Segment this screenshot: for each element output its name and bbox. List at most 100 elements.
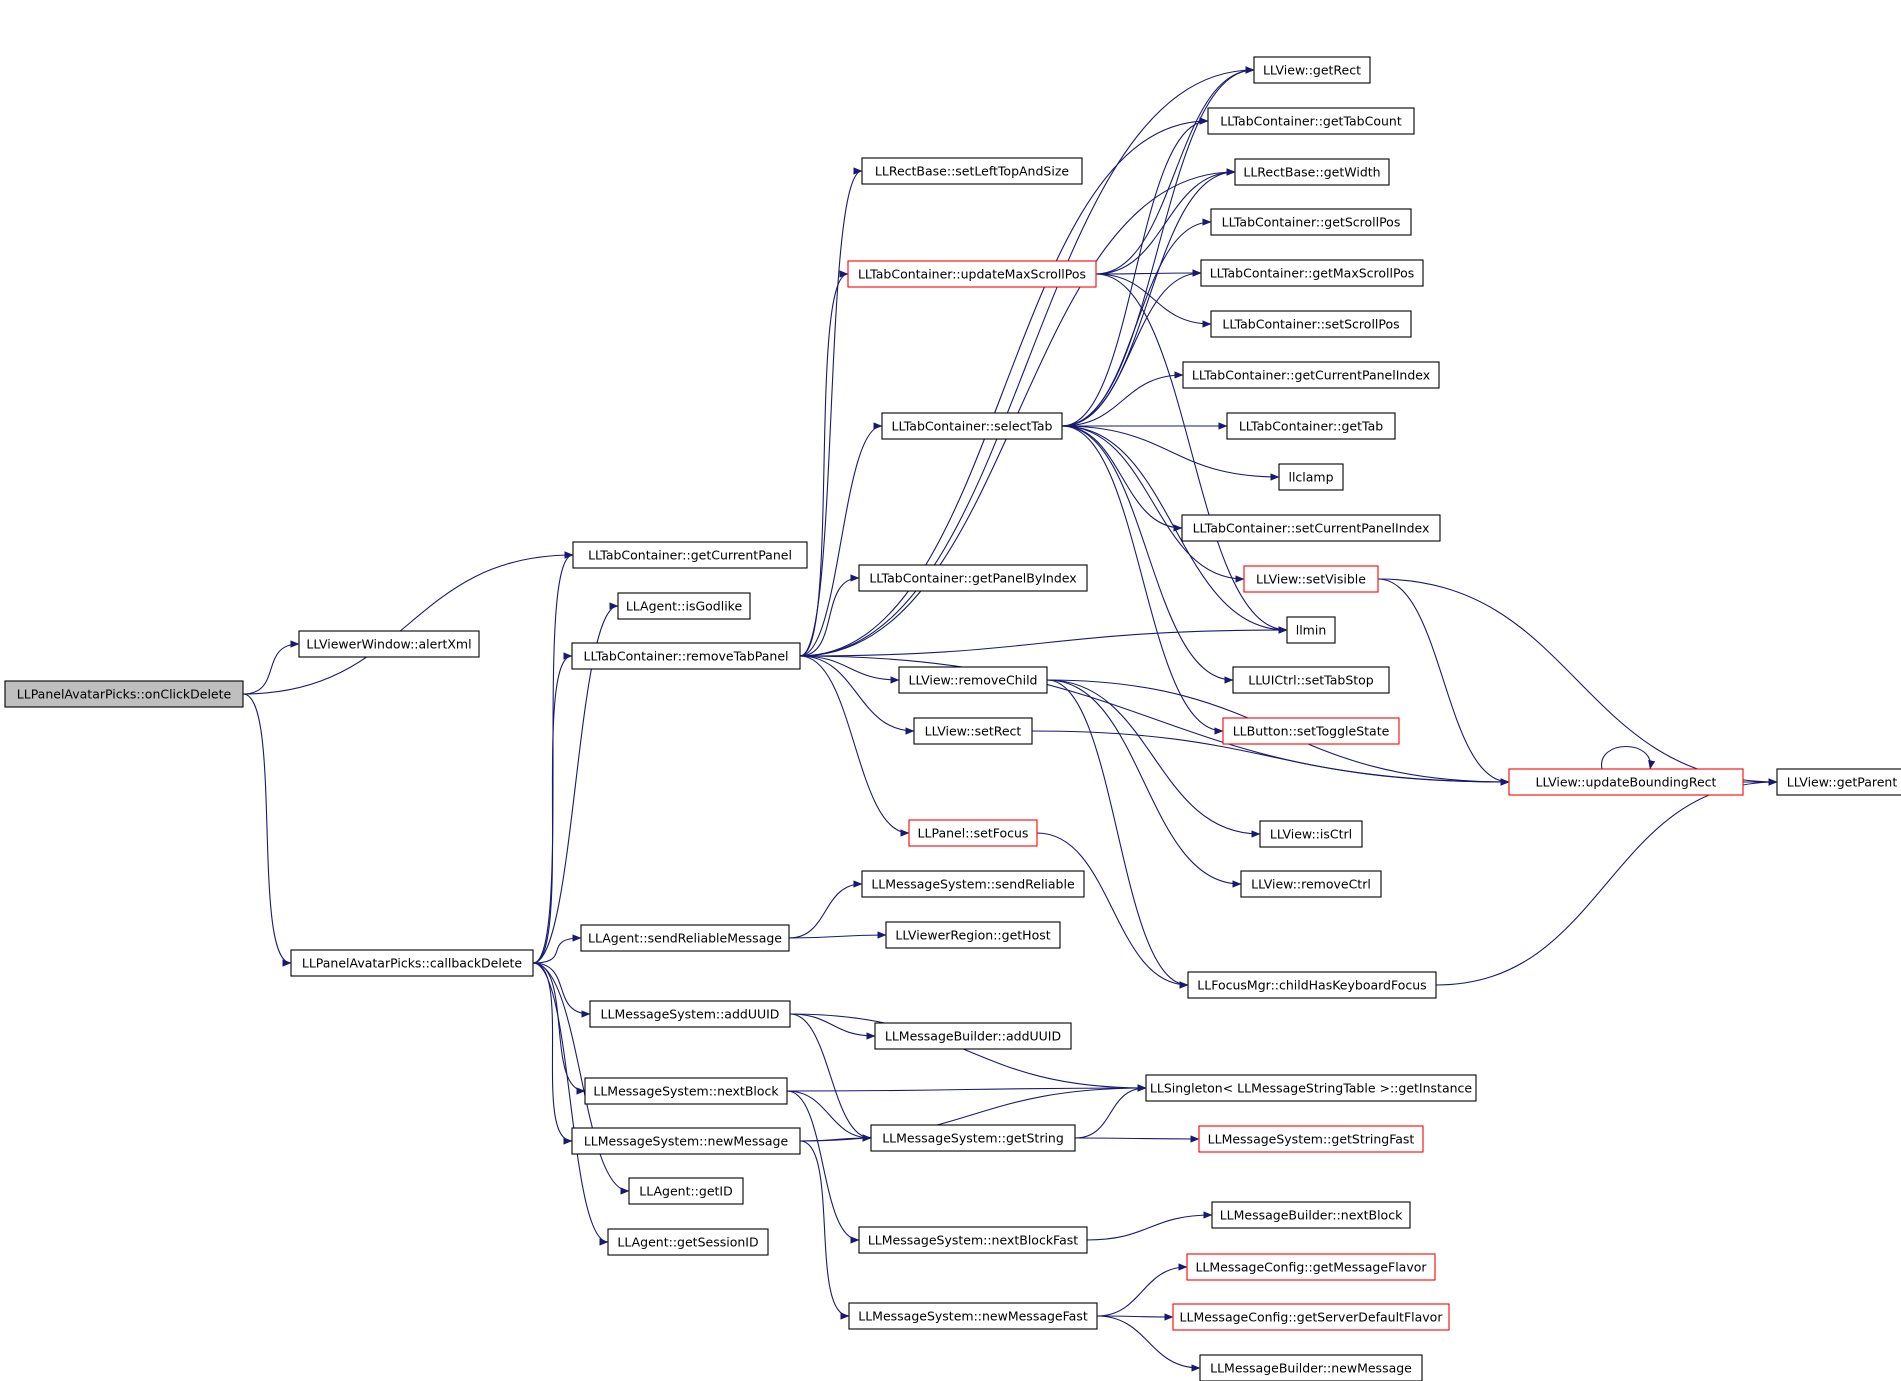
node-box xyxy=(1186,1253,1436,1281)
node-getCurrentPanelIndex[interactable]: LLTabContainer::getCurrentPanelIndex xyxy=(1182,361,1440,389)
node-setFocus[interactable]: LLPanel::setFocus xyxy=(908,819,1038,847)
node-mbAddUUID[interactable]: LLMessageBuilder::addUUID xyxy=(874,1022,1072,1050)
node-box xyxy=(1776,768,1901,796)
node-onClickDelete[interactable]: LLPanelAvatarPicks::onClickDelete xyxy=(4,680,244,708)
node-getMaxScrollPos[interactable]: LLTabContainer::getMaxScrollPos xyxy=(1200,259,1424,287)
node-box xyxy=(298,630,480,658)
node-setLeftTopAndSize[interactable]: LLRectBase::setLeftTopAndSize xyxy=(861,157,1083,185)
node-label: LLView::getParent xyxy=(1787,775,1898,790)
node-removeTabPanel[interactable]: LLTabContainer::removeTabPanel xyxy=(571,642,801,670)
node-setTabStop[interactable]: LLUICtrl::setTabStop xyxy=(1232,666,1390,694)
node-box xyxy=(847,260,1097,288)
node-getID[interactable]: LLAgent::getID xyxy=(628,1177,744,1205)
node-box xyxy=(1200,259,1424,287)
node-label: LLAgent::getID xyxy=(639,1184,732,1199)
node-label: LLTabContainer::selectTab xyxy=(892,419,1053,434)
node-box xyxy=(589,1000,791,1028)
node-isCtrl[interactable]: LLView::isCtrl xyxy=(1259,820,1363,848)
node-box xyxy=(1211,1201,1411,1229)
node-setScrollPos[interactable]: LLTabContainer::setScrollPos xyxy=(1210,310,1412,338)
edge-selectTab-to-getTabCount xyxy=(1061,117,1209,427)
node-getHost[interactable]: LLViewerRegion::getHost xyxy=(885,921,1061,949)
node-nextBlock[interactable]: LLMessageSystem::nextBlock xyxy=(584,1077,788,1105)
node-updateMaxScrollPos[interactable]: LLTabContainer::updateMaxScrollPos xyxy=(847,260,1097,288)
node-newMessage[interactable]: LLMessageSystem::newMessage xyxy=(571,1127,801,1155)
node-nextBlockFast[interactable]: LLMessageSystem::nextBlockFast xyxy=(858,1226,1088,1254)
node-label: LLMessageSystem::getString xyxy=(882,1131,1064,1146)
node-setVisible[interactable]: LLView::setVisible xyxy=(1243,565,1379,593)
node-callbackDelete[interactable]: LLPanelAvatarPicks::callbackDelete xyxy=(290,949,534,977)
edge-removeChild-to-removeCtrl xyxy=(1046,679,1242,888)
node-getTab[interactable]: LLTabContainer::getTab xyxy=(1226,412,1396,440)
edge-selectTab-to-getMaxScrollPos xyxy=(1061,269,1202,427)
node-getScrollPos[interactable]: LLTabContainer::getScrollPos xyxy=(1210,208,1412,236)
node-alertXml[interactable]: LLViewerWindow::alertXml xyxy=(298,630,480,658)
edge-removeTabPanel-to-removeChild xyxy=(799,655,900,684)
node-label: llmin xyxy=(1296,623,1327,638)
node-getString[interactable]: LLMessageSystem::getString xyxy=(870,1124,1076,1152)
node-label: LLTabContainer::updateMaxScrollPos xyxy=(858,267,1086,282)
node-box xyxy=(617,592,751,620)
node-label: LLMessageSystem::nextBlock xyxy=(593,1084,779,1099)
node-label: LLView::setVisible xyxy=(1256,572,1366,587)
node-getWidth[interactable]: LLRectBase::getWidth xyxy=(1234,158,1390,186)
edge-newMessage-to-getInstance xyxy=(799,1084,1147,1142)
node-box xyxy=(870,1124,1076,1152)
edge-newMessageFast-to-getServerDefaultFlavor xyxy=(1096,1313,1174,1321)
node-llmin[interactable]: llmin xyxy=(1286,616,1336,644)
node-getPanelByIndex[interactable]: LLTabContainer::getPanelByIndex xyxy=(858,564,1088,592)
edge-callbackDelete-to-addUUID xyxy=(532,962,591,1018)
node-sendReliable[interactable]: LLMessageSystem::sendReliable xyxy=(861,870,1085,898)
node-removeCtrl[interactable]: LLView::removeCtrl xyxy=(1240,870,1382,898)
node-box xyxy=(571,1127,801,1155)
nodes-layer: LLPanelAvatarPicks::onClickDeleteLLViewe… xyxy=(4,56,1901,1381)
edge-selectTab-to-llmin xyxy=(1061,425,1288,634)
node-removeChild[interactable]: LLView::removeChild xyxy=(898,666,1048,694)
node-box xyxy=(1253,56,1371,84)
node-label: LLMessageBuilder::newMessage xyxy=(1210,1361,1412,1376)
node-setCurrentPanelIndex[interactable]: LLTabContainer::setCurrentPanelIndex xyxy=(1181,514,1441,542)
node-setRect[interactable]: LLView::setRect xyxy=(913,717,1033,745)
node-box xyxy=(1243,565,1379,593)
node-selectTab[interactable]: LLTabContainer::selectTab xyxy=(881,412,1063,440)
node-label: LLTabContainer::getTab xyxy=(1239,419,1383,434)
node-label: LLMessageSystem::getStringFast xyxy=(1208,1132,1415,1147)
node-getParent[interactable]: LLView::getParent xyxy=(1776,768,1901,796)
node-label: LLTabContainer::getCurrentPanelIndex xyxy=(1192,368,1430,383)
edge-sendReliableMessage-to-getHost xyxy=(788,931,887,939)
node-getServerDefaultFlavor[interactable]: LLMessageConfig::getServerDefaultFlavor xyxy=(1172,1303,1450,1331)
node-getStringFast[interactable]: LLMessageSystem::getStringFast xyxy=(1198,1125,1424,1153)
node-updateBoundingRect[interactable]: LLView::updateBoundingRect xyxy=(1508,768,1744,796)
node-sendReliableMessage[interactable]: LLAgent::sendReliableMessage xyxy=(580,924,790,952)
edge-nextBlockFast-to-mbNextBlock xyxy=(1086,1211,1213,1241)
node-getRect[interactable]: LLView::getRect xyxy=(1253,56,1371,84)
edge-removeTabPanel-to-setLeftTopAndSize xyxy=(799,167,863,657)
edge-selectTab-to-getScrollPos xyxy=(1061,218,1212,427)
node-label: LLAgent::isGodlike xyxy=(626,599,743,614)
node-isGodlike[interactable]: LLAgent::isGodlike xyxy=(617,592,751,620)
node-mbNextBlock[interactable]: LLMessageBuilder::nextBlock xyxy=(1211,1201,1411,1229)
node-box xyxy=(848,1302,1098,1330)
node-getInstance[interactable]: LLSingleton< LLMessageStringTable >::get… xyxy=(1145,1074,1477,1102)
node-llclamp[interactable]: llclamp xyxy=(1278,463,1344,491)
edge-removeChild-to-childHasKeyboardFocus xyxy=(1046,679,1189,989)
node-newMessageFast[interactable]: LLMessageSystem::newMessageFast xyxy=(848,1302,1098,1330)
node-childHasKeyboardFocus[interactable]: LLFocusMgr::childHasKeyboardFocus xyxy=(1187,971,1437,999)
node-label: LLPanelAvatarPicks::onClickDelete xyxy=(17,687,232,702)
node-setToggleState[interactable]: LLButton::setToggleState xyxy=(1222,717,1400,745)
node-label: LLAgent::getSessionID xyxy=(617,1235,758,1250)
node-mbNewMessage[interactable]: LLMessageBuilder::newMessage xyxy=(1199,1354,1423,1381)
node-label: LLTabContainer::setScrollPos xyxy=(1222,317,1399,332)
node-box xyxy=(1210,208,1412,236)
edge-setFocus-to-childHasKeyboardFocus xyxy=(1036,832,1189,989)
node-label: LLTabContainer::setCurrentPanelIndex xyxy=(1193,521,1430,536)
node-getSessionID[interactable]: LLAgent::getSessionID xyxy=(607,1228,769,1256)
edge-selectTab-to-getCurrentPanelIndex xyxy=(1061,371,1184,427)
node-getMessageFlavor[interactable]: LLMessageConfig::getMessageFlavor xyxy=(1186,1253,1436,1281)
node-getTabCount[interactable]: LLTabContainer::getTabCount xyxy=(1207,107,1415,135)
node-addUUID[interactable]: LLMessageSystem::addUUID xyxy=(589,1000,791,1028)
edge-selectTab-to-setCurrentPanelIndex xyxy=(1061,425,1183,532)
node-label: LLView::setRect xyxy=(925,724,1022,739)
node-getCurrentPanel[interactable]: LLTabContainer::getCurrentPanel xyxy=(572,541,808,569)
node-label: LLMessageBuilder::nextBlock xyxy=(1220,1208,1403,1223)
